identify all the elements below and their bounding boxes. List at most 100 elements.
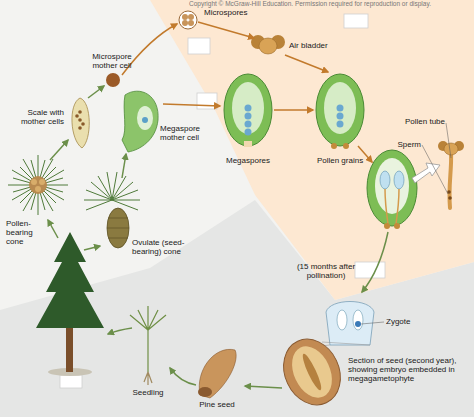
cycle-arrow (84, 246, 100, 250)
ovule-pollen-grains (343, 143, 349, 149)
pollen-bearing-cone (8, 155, 68, 215)
scale-with-mother-cells (72, 98, 89, 148)
cycle-arrow (108, 328, 132, 334)
stage-label: Pollen grains (310, 156, 370, 165)
pollen-tube-inset (448, 196, 452, 200)
pollen-bearing-cone (35, 186, 41, 192)
pollen-tube-inset (422, 123, 464, 208)
cycle-arrow (88, 86, 104, 98)
scale-with-mother-cells (78, 126, 82, 130)
scale-with-mother-cells (78, 118, 82, 122)
seed-section (300, 352, 324, 392)
cycle-arrow (285, 55, 328, 72)
cycle-arrow (170, 368, 196, 385)
enlarge-arrow (412, 163, 440, 183)
stage-label: Pollen-bearing cone (6, 219, 48, 247)
blank-label-box (355, 262, 385, 278)
seed-section (273, 330, 351, 414)
ovule-pollen-tubes (380, 171, 390, 189)
ovule-pollen-tubes (367, 150, 417, 226)
stage-label: Ovulate (seed-bearing) cone (132, 238, 194, 256)
copyright-note: Copyright © McGraw-Hill Education. Permi… (150, 0, 470, 7)
stage-label: Pine seed (192, 400, 242, 409)
microspore-mother-cell (106, 73, 120, 87)
megaspore-mother-cell-scale (137, 106, 153, 130)
background (150, 0, 474, 300)
ovule-megaspores (245, 129, 252, 136)
ovule-pollen-grains (324, 82, 356, 134)
stage-label: Microspores (204, 8, 264, 17)
zygote-section (337, 310, 347, 330)
ovule-pollen-grains (331, 143, 337, 149)
part-label: Air bladder (289, 41, 344, 50)
scale-with-mother-cells (81, 122, 85, 126)
ovule-megaspores (232, 82, 264, 134)
cycle-arrow (163, 104, 220, 106)
ovule-pollen-grains (316, 74, 364, 149)
scale-with-mother-cells (72, 98, 89, 148)
ovulate-cone (84, 172, 140, 248)
seedling (130, 306, 166, 330)
ovule-megaspores (244, 141, 252, 147)
ovulate-cone (107, 208, 129, 248)
ovule-megaspores (245, 121, 252, 128)
seedling (130, 306, 166, 385)
microspore-tetrad (182, 14, 188, 20)
ovule-megaspores (224, 74, 272, 147)
ovule-megaspores (245, 113, 252, 120)
seedling (147, 330, 148, 372)
stage-label: Section of seed (second year), showing e… (348, 356, 466, 384)
megaspore-mother-cell-scale (122, 91, 158, 152)
ovulate-cone (107, 218, 129, 238)
pollen-tube-inset (422, 123, 451, 194)
ovule-pollen-tubes (394, 171, 404, 189)
zygote-section (361, 322, 384, 324)
enlarge-arrow (412, 163, 440, 183)
cycle-arrow (48, 220, 58, 238)
blank-label-box (60, 14, 385, 388)
pollen-grain (251, 35, 285, 54)
blank-label-box (188, 38, 210, 54)
pollen-grain (259, 38, 277, 54)
part-label: Pollen tube (400, 117, 445, 126)
pollen-bearing-cone (29, 176, 47, 194)
ovule-pollen-grains (337, 121, 344, 128)
stage-label: Seedling (123, 388, 173, 397)
ovule-pollen-tubes (394, 223, 400, 229)
megaspore-mother-cell-scale (142, 117, 148, 123)
ovule-pollen-tubes (385, 189, 399, 224)
seed-section (284, 340, 339, 404)
zygote-section (355, 321, 361, 327)
part-label: Zygote (386, 317, 426, 326)
pollen-tube-inset (444, 143, 458, 155)
megaspore-mother-cell-scale (122, 91, 158, 152)
microspore-tetrad (188, 20, 194, 26)
cycle-arrow (50, 140, 68, 160)
cycle-arrow (122, 154, 126, 178)
pollen-bearing-cone (31, 179, 37, 185)
stage-label: Megaspore mother cell (160, 124, 210, 142)
seedling (144, 372, 152, 385)
zygote-section (353, 310, 363, 330)
stage-label: Megaspores (218, 156, 278, 165)
pine-seed (198, 387, 212, 397)
microspore-tetrad (188, 14, 194, 20)
pine-tree (36, 232, 104, 376)
cycle-arrow (362, 232, 388, 292)
microspore-tetrad (179, 11, 197, 29)
microspore-mother-cell (106, 73, 120, 87)
pollen-bearing-cone (39, 179, 45, 185)
blank-label-box (60, 375, 82, 388)
ovule-pollen-grains (337, 113, 344, 120)
cycle-arrow (48, 22, 388, 388)
stage-label: Scale with mother cells (18, 108, 64, 126)
ovule-megaspores (245, 105, 252, 112)
scale-with-mother-cells (78, 110, 82, 114)
part-label: Sperm (376, 140, 421, 149)
microspore-tetrad (182, 20, 188, 26)
ovule-megaspores (224, 74, 272, 146)
